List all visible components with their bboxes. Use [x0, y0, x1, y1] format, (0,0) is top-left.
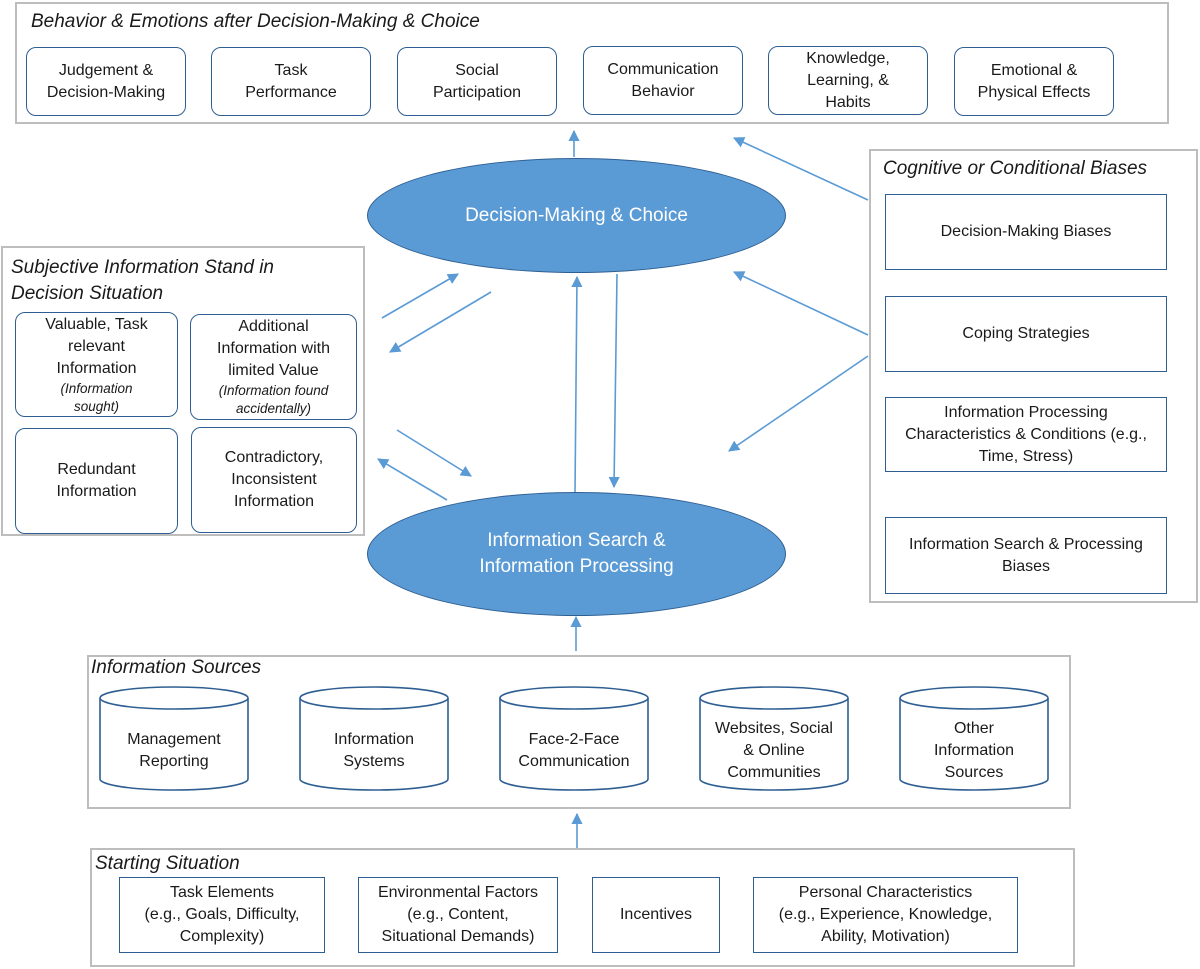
arrow-subjective-to-search — [396, 429, 472, 477]
cylinder-icon — [299, 686, 449, 791]
arrow-search-to-subjective — [377, 458, 448, 501]
information-search-ellipse: Information Search & Information Process… — [367, 492, 786, 616]
subjective-additional-info: Additional Information with limited Valu… — [190, 314, 357, 420]
behavior-emotional-effects: Emotional & Physical Effects — [954, 47, 1114, 116]
arrow-biases-to-search — [728, 355, 869, 452]
arrow-biases-to-decision — [732, 271, 869, 336]
subjective-panel-title-line1: Subjective Information Stand in — [11, 257, 274, 278]
source-management-reporting: Management Reporting — [99, 686, 249, 791]
arrow-decision-to-subjective — [389, 291, 492, 353]
source-websites-social: Websites, Social & Online Communities — [699, 686, 849, 791]
cylinder-icon — [499, 686, 649, 791]
behavior-social-participation: Social Participation — [397, 47, 557, 116]
starting-environmental-factors: Environmental Factors (e.g., Content, Si… — [358, 877, 558, 953]
behavior-communication: Communication Behavior — [583, 46, 743, 115]
starting-incentives: Incentives — [592, 877, 720, 953]
behavior-panel-title: Behavior & Emotions after Decision-Makin… — [31, 11, 480, 32]
arrow-decision-to-search — [608, 273, 620, 489]
behavior-knowledge: Knowledge, Learning, & Habits — [768, 46, 928, 115]
decision-making-ellipse: Decision-Making & Choice — [367, 158, 786, 273]
biases-panel-title: Cognitive or Conditional Biases — [883, 158, 1148, 179]
starting-panel-title: Starting Situation — [95, 853, 240, 874]
subjective-valuable-note: (Information sought) — [60, 380, 133, 414]
subjective-additional-note: (Information found accidentally) — [218, 383, 329, 416]
subjective-panel-title-line2: Decision Situation — [11, 283, 164, 304]
cylinder-icon — [699, 686, 849, 791]
source-other: Other Information Sources — [899, 686, 1049, 791]
behavior-judgement: Judgement & Decision-Making — [26, 47, 186, 116]
arrow-search-to-decision — [571, 275, 583, 494]
bias-search-processing: Information Search & Processing Biases — [885, 517, 1167, 594]
subjective-redundant-info: Redundant Information — [15, 428, 178, 534]
cylinder-icon — [99, 686, 249, 791]
sources-panel-title: Information Sources — [91, 657, 262, 678]
bias-coping-strategies: Coping Strategies — [885, 296, 1167, 372]
starting-personal-characteristics: Personal Characteristics (e.g., Experien… — [753, 877, 1018, 953]
cylinder-icon — [899, 686, 1049, 791]
starting-task-elements: Task Elements (e.g., Goals, Difficulty, … — [119, 877, 325, 953]
behavior-task-performance: Task Performance — [211, 47, 371, 116]
subjective-valuable-info: Valuable, Task relevant Information (Inf… — [15, 312, 178, 417]
subjective-contradictory-info: Contradictory, Inconsistent Information — [191, 427, 357, 533]
arrow-biases-to-behavior — [732, 137, 869, 201]
source-face-to-face: Face-2-Face Communication — [499, 686, 649, 791]
bias-processing-conditions: Information Processing Characteristics &… — [885, 397, 1167, 472]
source-information-systems: Information Systems — [299, 686, 449, 791]
bias-decision-making: Decision-Making Biases — [885, 194, 1167, 270]
arrow-subjective-to-decision — [381, 273, 459, 319]
